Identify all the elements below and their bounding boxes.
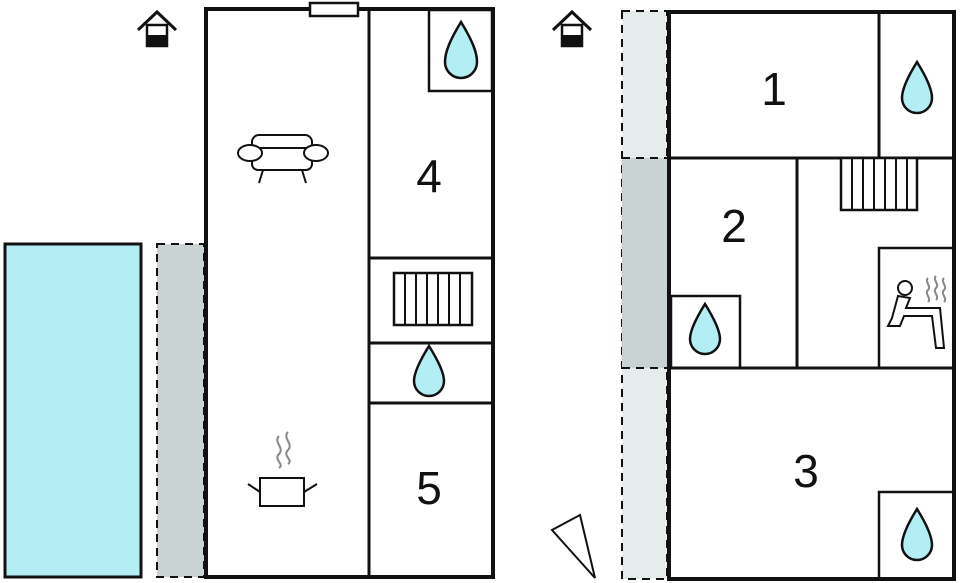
- ground-floor: 4 5: [3, 1, 495, 579]
- bathroom-box: [427, 8, 494, 93]
- stairs-icon: [392, 271, 474, 327]
- bathroom-box: [877, 490, 956, 581]
- water-drop-icon: [443, 19, 479, 80]
- sofa-icon: [237, 134, 329, 184]
- sauna-icon: [886, 275, 947, 349]
- house-icon: [551, 9, 593, 48]
- cooking-pot-icon: [247, 431, 318, 507]
- water-drop-icon: [900, 506, 934, 562]
- upper-floor: 1 2 3: [550, 9, 956, 581]
- house-icon: [136, 9, 178, 48]
- stairs-icon: [839, 156, 919, 212]
- pool: [3, 242, 143, 579]
- water-drop-icon: [412, 343, 446, 398]
- terrace: [156, 243, 205, 578]
- bathroom-box: [669, 294, 742, 370]
- water-drop-icon: [688, 301, 722, 356]
- room-label-2: 2: [721, 200, 747, 252]
- room-label-5: 5: [416, 462, 442, 514]
- terrace-covered: [622, 158, 667, 368]
- room-label-4: 4: [416, 150, 442, 202]
- sauna-room: [877, 246, 956, 370]
- room-label-1: 1: [761, 63, 787, 115]
- room-label-3: 3: [793, 445, 819, 497]
- window: [308, 1, 360, 18]
- north-arrow-icon: [550, 513, 596, 579]
- water-drop-icon: [900, 59, 934, 115]
